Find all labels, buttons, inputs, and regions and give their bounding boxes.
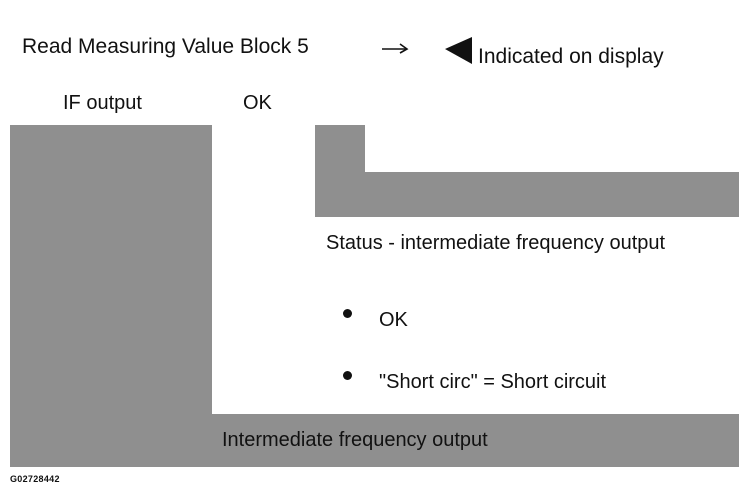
- right-arrow-icon: [382, 43, 409, 54]
- ok-leader-block-horizontal: [365, 172, 739, 217]
- bullet-icon: [343, 371, 352, 380]
- field-label-if-output: IF output: [63, 92, 142, 114]
- header-title: Read Measuring Value Block 5: [22, 35, 309, 58]
- left-triangle-icon: [445, 37, 472, 64]
- if-output-leader-block: [10, 125, 212, 467]
- figure-id: G02728442: [10, 474, 60, 484]
- bullet-icon: [343, 309, 352, 318]
- field-label-ok: OK: [243, 92, 272, 114]
- status-option-short-circuit: "Short circ" = Short circuit: [379, 371, 607, 393]
- indicated-on-display-label: Indicated on display: [478, 45, 664, 68]
- bottom-bar-label: Intermediate frequency output: [222, 429, 488, 451]
- ok-leader-block-vertical: [315, 125, 365, 217]
- status-option-ok: OK: [379, 309, 408, 331]
- intermediate-frequency-output-bar: [212, 414, 739, 467]
- status-title: Status - intermediate frequency output: [326, 232, 666, 254]
